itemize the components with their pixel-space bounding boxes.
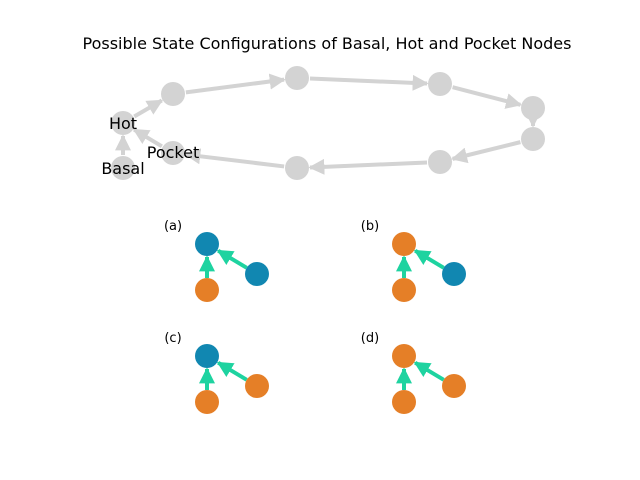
basal-node [392, 390, 416, 414]
ring-edge [309, 74, 429, 91]
pocket-node [442, 374, 466, 398]
ring-node [111, 111, 135, 135]
ring-node [428, 150, 452, 174]
state-cycle-ring [111, 66, 545, 180]
ring-label-hot: Hot [109, 114, 137, 133]
ring-edge [451, 140, 521, 164]
ring-node [161, 141, 185, 165]
configuration-panel: (c) [164, 331, 269, 414]
ring-edge [185, 73, 286, 95]
ring-edge [452, 85, 522, 109]
motif-edge-pocket-to-hot [413, 248, 445, 270]
ring-node [285, 156, 309, 180]
hot-node [195, 344, 219, 368]
pocket-node [245, 262, 269, 286]
motif-edge-pocket-to-hot [413, 360, 445, 382]
hot-node [392, 232, 416, 256]
ring-node [161, 82, 185, 106]
ring-edge [132, 127, 163, 149]
basal-node [392, 278, 416, 302]
hot-node [195, 232, 219, 256]
ring-label-basal: Basal [101, 159, 144, 178]
panel-label: (a) [164, 219, 182, 234]
ring-edge [133, 98, 164, 119]
panel-label: (d) [361, 331, 379, 346]
diagram-title: Possible State Configurations of Basal, … [83, 34, 572, 53]
configuration-panel: (b) [361, 219, 466, 302]
basal-node [195, 390, 219, 414]
ring-edge [184, 148, 285, 169]
motif-edge-pocket-to-hot [216, 248, 248, 270]
ring-edge [308, 158, 428, 175]
ring-node [285, 66, 309, 90]
motif-edge-pocket-to-hot [216, 360, 248, 382]
panel-label: (b) [361, 219, 379, 234]
pocket-node [245, 374, 269, 398]
basal-node [195, 278, 219, 302]
pocket-node [442, 262, 466, 286]
ring-label-pocket: Pocket [147, 143, 199, 162]
ring-node [521, 127, 545, 151]
ring-node [111, 156, 135, 180]
configuration-panels: (a) (b) (c) (d) [164, 219, 466, 414]
configuration-panel: (a) [164, 219, 269, 302]
ring-node [521, 96, 545, 120]
hot-node [392, 344, 416, 368]
ring-node [428, 72, 452, 96]
panel-label: (c) [164, 331, 181, 346]
configuration-panel: (d) [361, 331, 466, 414]
